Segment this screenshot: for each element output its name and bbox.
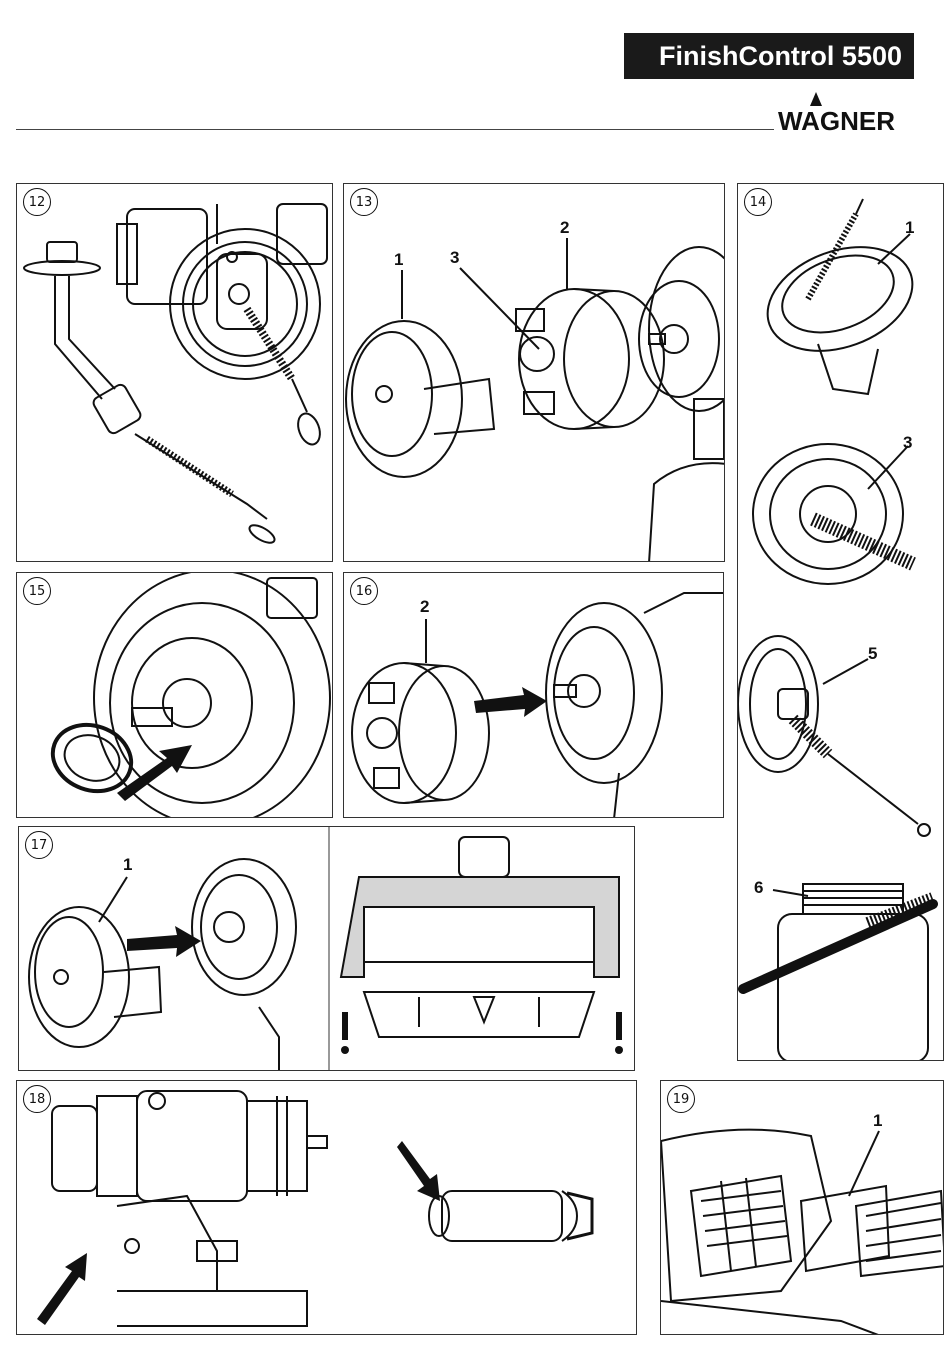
callout-2: 2: [420, 597, 430, 616]
air-cap-mounting-illustration: [28, 827, 623, 1070]
step-number: 12: [23, 188, 51, 216]
step-18-panel: 18: [16, 1080, 637, 1335]
step-12-panel: 12: [16, 183, 333, 562]
wagner-logo: WAGNER: [776, 92, 916, 136]
step-number: 16: [350, 577, 378, 605]
callout-3: 3: [450, 248, 460, 267]
step-14-panel: 14 1 3 5 6: [737, 183, 944, 1061]
cleaning-parts-illustration: [738, 198, 938, 1060]
filter-check-illustration: [37, 1090, 594, 1327]
brand-text: WAGNER: [778, 106, 895, 134]
step-19-panel: 19 1: [660, 1080, 944, 1335]
air-filter-replacement-illustration: [661, 1128, 943, 1334]
callout-6: 6: [754, 878, 764, 897]
callout-3: 3: [903, 433, 913, 452]
step-15-panel: 15: [16, 572, 333, 818]
brush-cleaning-illustration: [23, 203, 328, 544]
step-number: 18: [23, 1085, 51, 1113]
step-number: 14: [744, 188, 772, 216]
step-17-panel: 17 1: [18, 826, 635, 1071]
air-cap-removal-illustration: [345, 238, 724, 561]
nozzle-reinsertion-illustration: [351, 592, 723, 817]
step-16-panel: 16 2: [343, 572, 724, 818]
step-number: 19: [667, 1085, 695, 1113]
step-13-panel: 13 1 2 3: [343, 183, 725, 562]
callout-1: 1: [873, 1111, 883, 1130]
document-title: FinishControl 5500: [624, 33, 914, 79]
header-rule: [16, 129, 774, 130]
callout-2: 2: [560, 218, 570, 237]
callout-1: 1: [394, 250, 404, 269]
callout-5: 5: [868, 644, 878, 663]
step-number: 17: [25, 831, 53, 859]
callout-1: 1: [123, 855, 133, 874]
step-number: 13: [350, 188, 378, 216]
seal-ring-insertion-illustration: [50, 573, 331, 817]
callout-1: 1: [905, 218, 915, 237]
step-number: 15: [23, 577, 51, 605]
